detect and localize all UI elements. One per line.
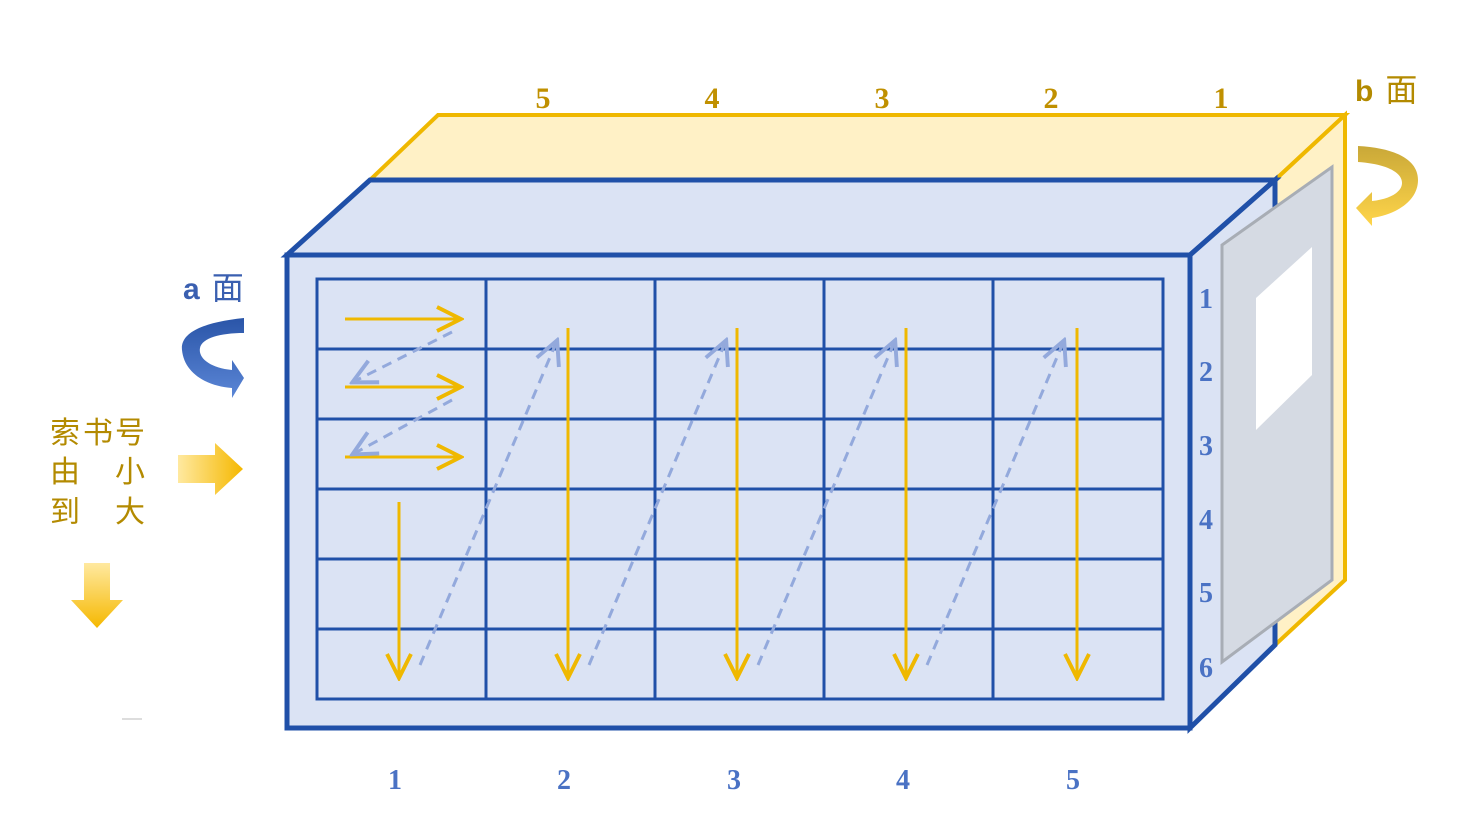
top-number: 4 — [705, 82, 720, 115]
top-number: 5 — [536, 82, 551, 115]
note-char: 书 — [83, 416, 113, 451]
vertical-order-arrows — [399, 328, 1077, 675]
top-number: 3 — [875, 82, 890, 115]
right-arrow-icon — [178, 443, 243, 495]
note-char: 大 — [115, 495, 145, 530]
top-number: 1 — [1214, 82, 1229, 115]
horizontal-order-arrows — [345, 319, 458, 457]
side-number: 3 — [1199, 431, 1213, 462]
top-number: 2 — [1044, 82, 1059, 115]
rotate-arrow-icon — [181, 318, 244, 398]
note-char: 到 — [50, 495, 80, 530]
back-top-face — [365, 113, 1351, 182]
down-arrow-icon — [71, 563, 123, 628]
call-number-note: 索 书 号 由 小 到 大 — [50, 416, 145, 530]
dashed-diagonal-arrows — [418, 343, 1063, 666]
side-number: 5 — [1199, 578, 1213, 609]
face-a-label: a 面 — [183, 269, 244, 307]
front-top-face — [280, 177, 1282, 258]
side-number: 4 — [1199, 505, 1213, 536]
side-number: 2 — [1199, 357, 1213, 388]
door-panel — [1220, 164, 1334, 665]
note-char: 索 — [50, 416, 80, 451]
side-number: 1 — [1199, 284, 1213, 315]
note-char: 小 — [115, 455, 145, 490]
rotate-arrow-icon — [1356, 146, 1418, 226]
bottom-number: 4 — [896, 765, 910, 796]
side-number: 6 — [1199, 653, 1213, 684]
face-b-label: b 面 — [1355, 71, 1417, 109]
bottom-number: 3 — [727, 765, 741, 796]
bottom-number: 1 — [388, 765, 402, 796]
bottom-number: 2 — [557, 765, 571, 796]
shelf-grid — [315, 277, 1165, 701]
door-window — [1256, 247, 1312, 430]
note-char: 号 — [115, 416, 145, 451]
note-char: 由 — [50, 455, 80, 490]
dashed-return-arrows-left — [355, 330, 453, 453]
bottom-number: 5 — [1066, 765, 1080, 796]
